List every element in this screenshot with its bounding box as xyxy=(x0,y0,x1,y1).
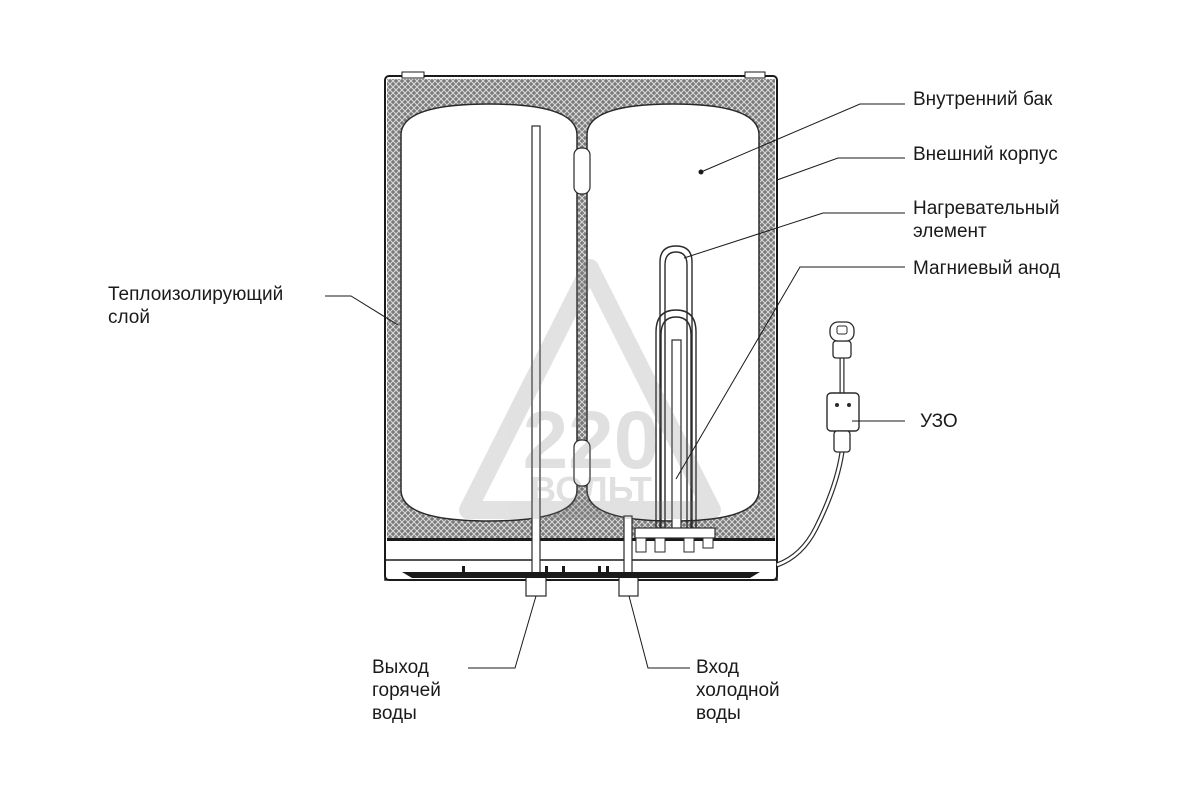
label-hot-outlet-line1: Выход xyxy=(372,657,429,678)
label-insulation-line2: слой xyxy=(108,307,150,328)
label-insulation-line1: Теплоизолирующий xyxy=(108,284,284,305)
label-cold-inlet-line3: воды xyxy=(696,703,741,724)
power-cable xyxy=(776,358,845,568)
label-hot-outlet-line2: горячей xyxy=(372,680,441,701)
flange xyxy=(634,527,716,553)
watermark-text: ВОЛЬТ xyxy=(530,469,652,510)
label-rcd-text: УЗО xyxy=(920,411,958,432)
label-hot-outlet: Выход горячей воды xyxy=(372,656,441,725)
label-heating-element: Нагревательный элемент xyxy=(913,197,1060,243)
label-inner-tank: Внутренний бак xyxy=(913,88,1052,111)
label-magnesium-anode: Магниевый анод xyxy=(913,257,1060,280)
bottom-plate xyxy=(402,566,760,578)
label-cold-inlet-line1: Вход xyxy=(696,657,739,678)
label-inner-tank-text: Внутренний бак xyxy=(913,89,1053,110)
label-outer-case-text: Внешний корпус xyxy=(913,144,1058,165)
label-rcd: УЗО xyxy=(920,410,958,433)
label-outer-case: Внешний корпус xyxy=(913,143,1058,166)
label-cold-inlet: Вход холодной воды xyxy=(696,656,780,725)
label-heating-element-line2: элемент xyxy=(913,221,987,242)
label-insulation: Теплоизолирующий слой xyxy=(108,283,283,329)
watermark-number: 220 xyxy=(523,395,660,486)
label-hot-outlet-line3: воды xyxy=(372,703,417,724)
plug xyxy=(829,321,855,359)
watermark: 220 ВОЛЬТ xyxy=(459,259,721,519)
label-magnesium-anode-text: Магниевый анод xyxy=(913,258,1061,279)
label-cold-inlet-line2: холодной xyxy=(696,680,780,701)
rcd-device xyxy=(826,392,860,453)
label-heating-element-line1: Нагревательный xyxy=(913,198,1060,219)
leader-lines xyxy=(325,103,905,669)
